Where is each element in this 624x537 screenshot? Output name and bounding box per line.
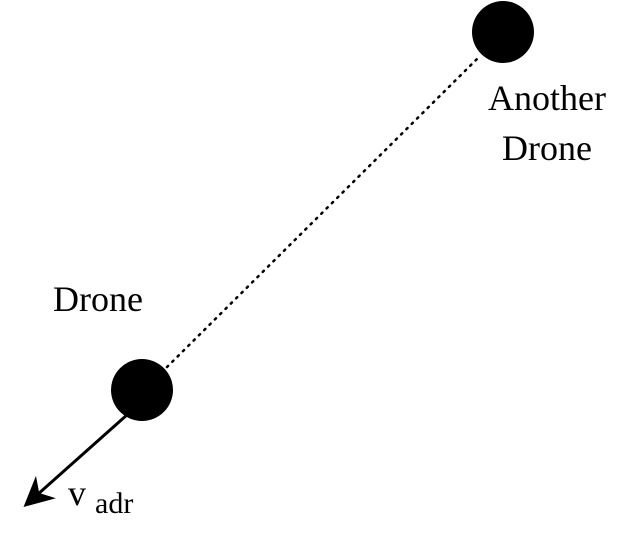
distance-dotted-line <box>165 56 480 369</box>
another-drone-label-line2: Drone <box>502 128 592 168</box>
velocity-symbol: v <box>68 473 86 513</box>
drone-node <box>111 359 173 421</box>
velocity-label: v adr <box>68 473 133 520</box>
another-drone-label-line1: Another <box>488 78 606 118</box>
drone-label: Drone <box>53 279 143 319</box>
velocity-subscript: adr <box>95 487 133 520</box>
velocity-arrow <box>23 412 129 507</box>
another-drone-node <box>472 1 534 63</box>
